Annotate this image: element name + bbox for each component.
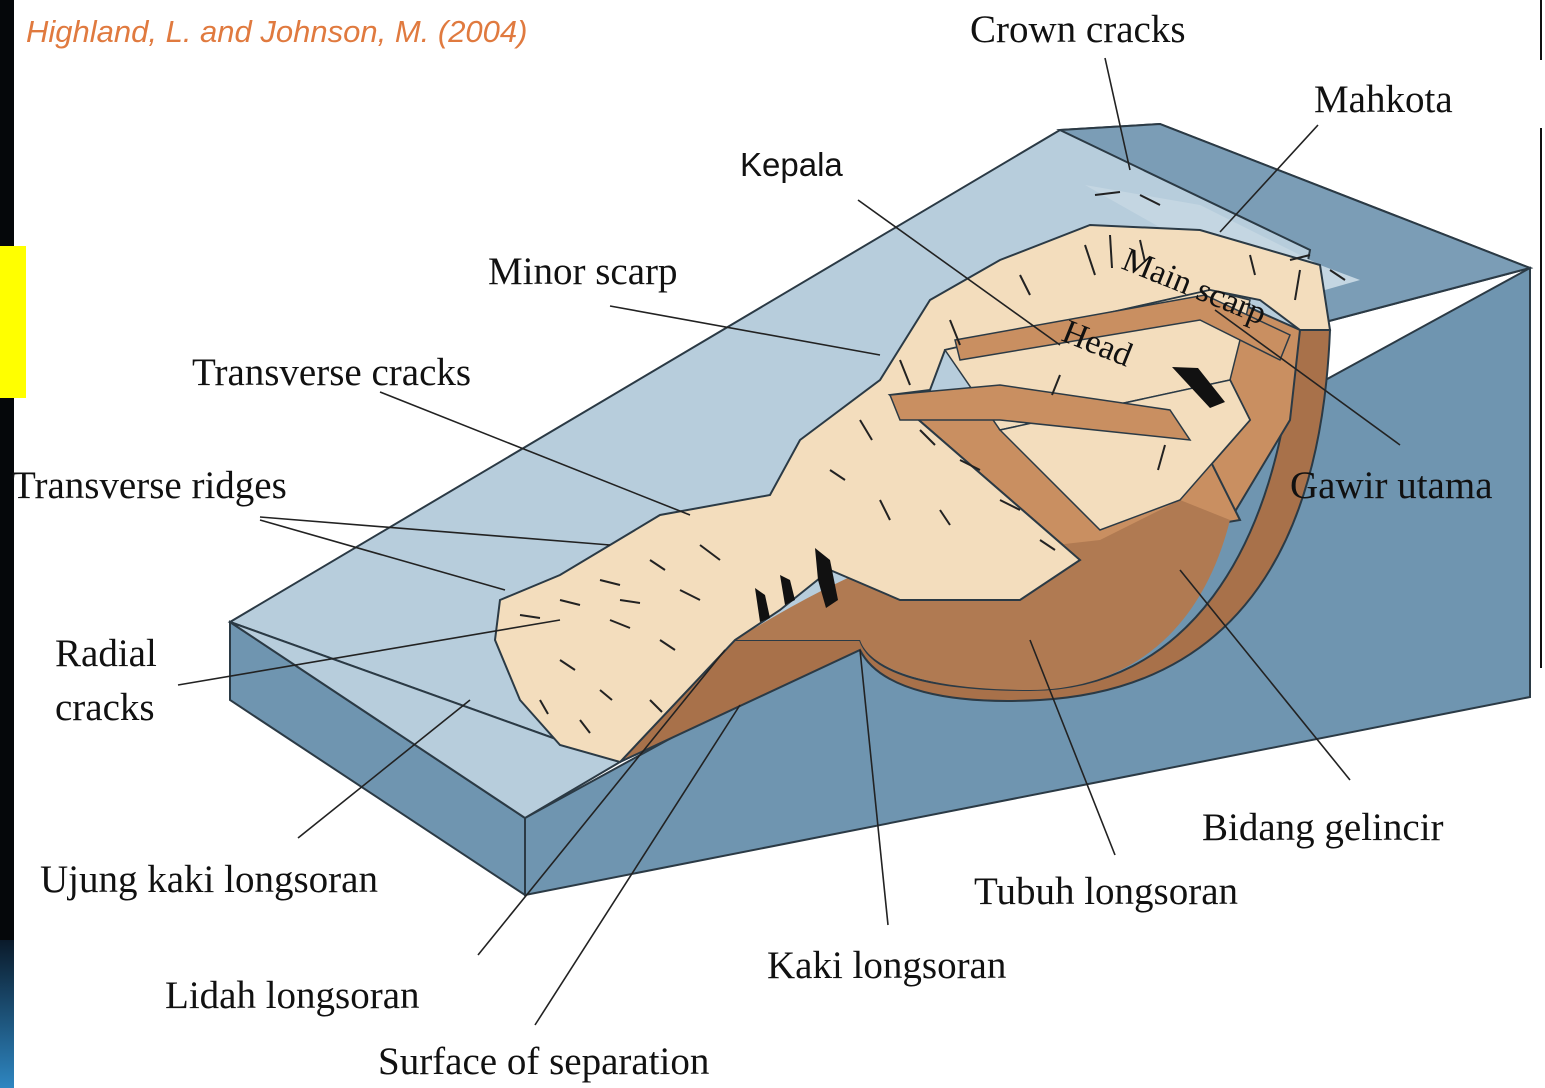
citation: Highland, L. and Johnson, M. (2004) xyxy=(26,14,527,50)
label-ujung-kaki-longsoran: Ujung kaki longsoran xyxy=(40,860,378,899)
label-crown-cracks: Crown cracks xyxy=(970,10,1186,49)
label-bidang-gelincir: Bidang gelincir xyxy=(1202,808,1444,847)
label-kaki-longsoran: Kaki longsoran xyxy=(767,946,1006,985)
label-tubuh-longsoran: Tubuh longsoran xyxy=(974,872,1238,911)
label-transverse-cracks: Transverse cracks xyxy=(192,353,471,392)
label-transverse-ridges: Transverse ridges xyxy=(12,466,287,505)
label-gawir-utama: Gawir utama xyxy=(1290,466,1493,505)
label-mahkota: Mahkota xyxy=(1314,80,1453,119)
label-minor-scarp: Minor scarp xyxy=(488,252,678,291)
label-surface-of-separation: Surface of separation xyxy=(378,1042,709,1081)
label-lidah-longsoran: Lidah longsoran xyxy=(165,976,420,1015)
label-radial-cracks-line2: cracks xyxy=(55,688,155,727)
label-radial-cracks-line1: Radial xyxy=(55,634,157,673)
label-kepala: Kepala xyxy=(740,148,843,181)
